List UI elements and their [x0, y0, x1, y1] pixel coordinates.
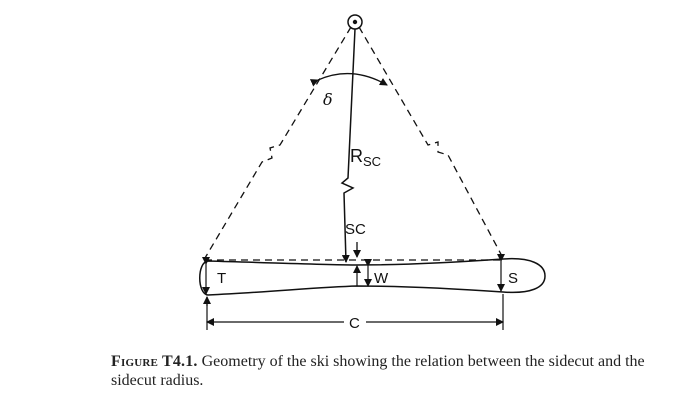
tail-width-label: S [508, 270, 518, 287]
sidecut-radius-line [340, 28, 356, 263]
figure-caption-label: Figure T4.1. [111, 353, 198, 370]
angle-delta-label: δ [323, 90, 333, 109]
tip-width-label: T [217, 270, 226, 287]
sidecut-radius-label: RSC [350, 146, 381, 169]
waist-width-dimension [353, 259, 372, 287]
figure-caption: Figure T4.1. Geometry of the ski showing… [111, 352, 671, 390]
ski-outline [199, 257, 546, 296]
left-dashed-radius-line [204, 26, 352, 259]
right-dashed-radius-line [358, 26, 504, 259]
waist-width-label: W [374, 270, 389, 287]
contact-length-label: C [349, 315, 360, 332]
sidecut-label: SC [345, 221, 366, 238]
figure-caption-text: Geometry of the ski showing the relation… [111, 353, 645, 389]
circle-center-icon [347, 14, 363, 30]
